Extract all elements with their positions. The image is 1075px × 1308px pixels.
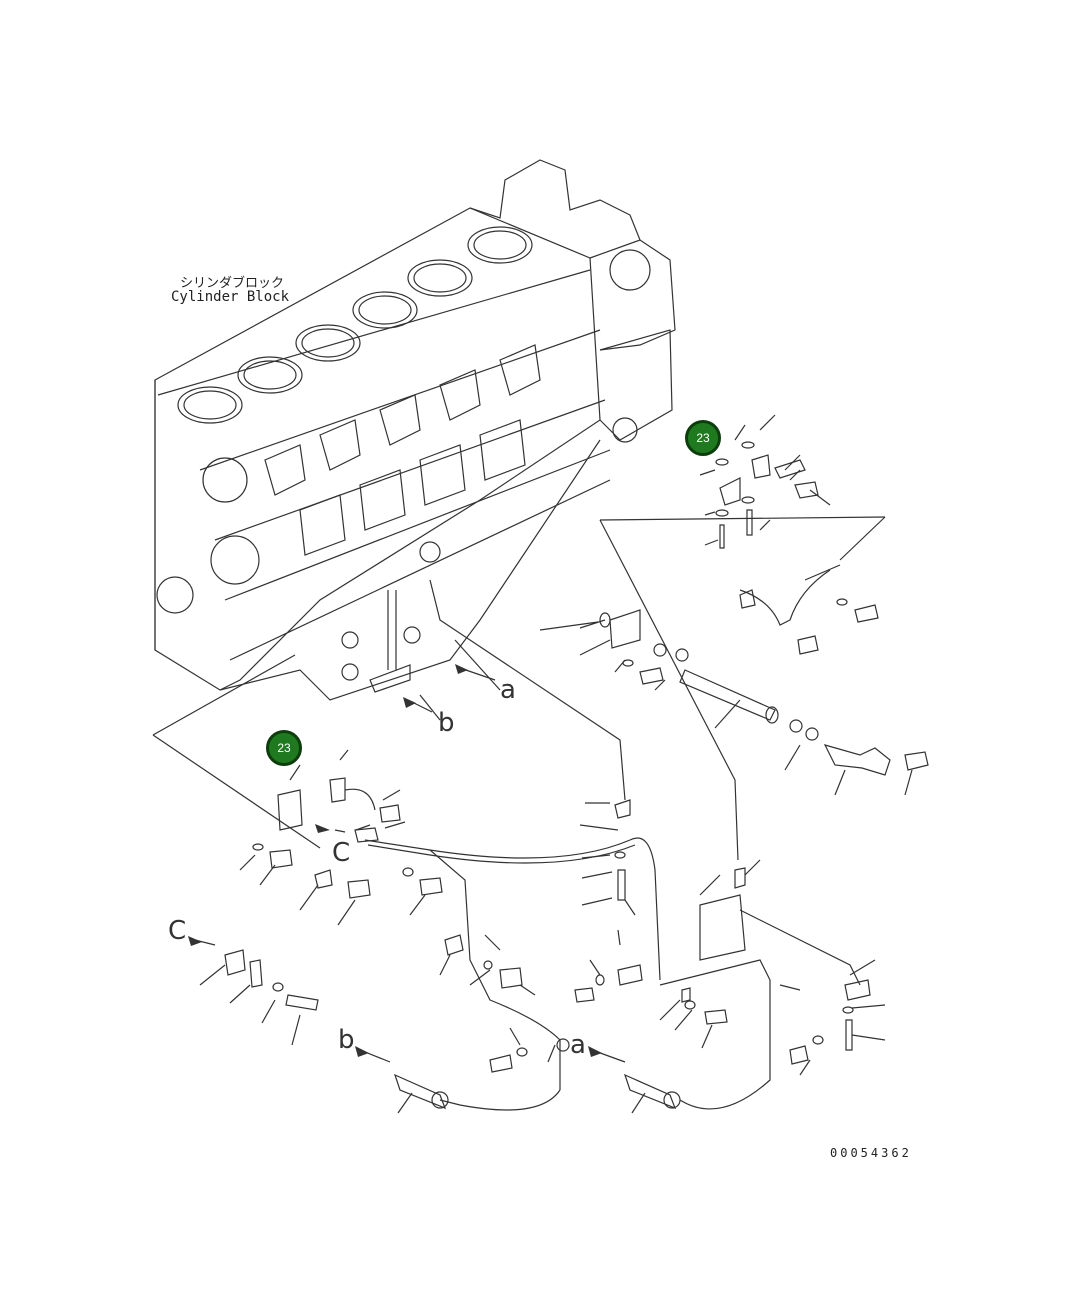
ref-letter-c-upper: C: [332, 838, 351, 868]
document-number: 00054362: [830, 1146, 912, 1160]
ref-letter-c-lower: C: [168, 916, 187, 946]
callout-23-lower[interactable]: 23: [266, 730, 302, 766]
block-label-jp: シリンダブロック: [180, 276, 285, 291]
cylinder-block-drawing: [154, 159, 676, 701]
callout-23-upper[interactable]: 23: [685, 420, 721, 456]
direction-arrows: [194, 667, 626, 1063]
upper-right-sensor-group: [699, 414, 879, 655]
leader-lines: [152, 516, 886, 861]
block-label-en: Cylinder Block: [171, 289, 290, 305]
ref-letter-a-upper: a: [500, 675, 516, 705]
ref-letter-a-lower: a: [570, 1030, 586, 1060]
ref-letter-b-upper: b: [438, 708, 455, 738]
ref-letter-b-lower: b: [338, 1025, 355, 1055]
harness-assembly: [199, 749, 886, 1114]
middle-right-parts: [539, 609, 929, 796]
